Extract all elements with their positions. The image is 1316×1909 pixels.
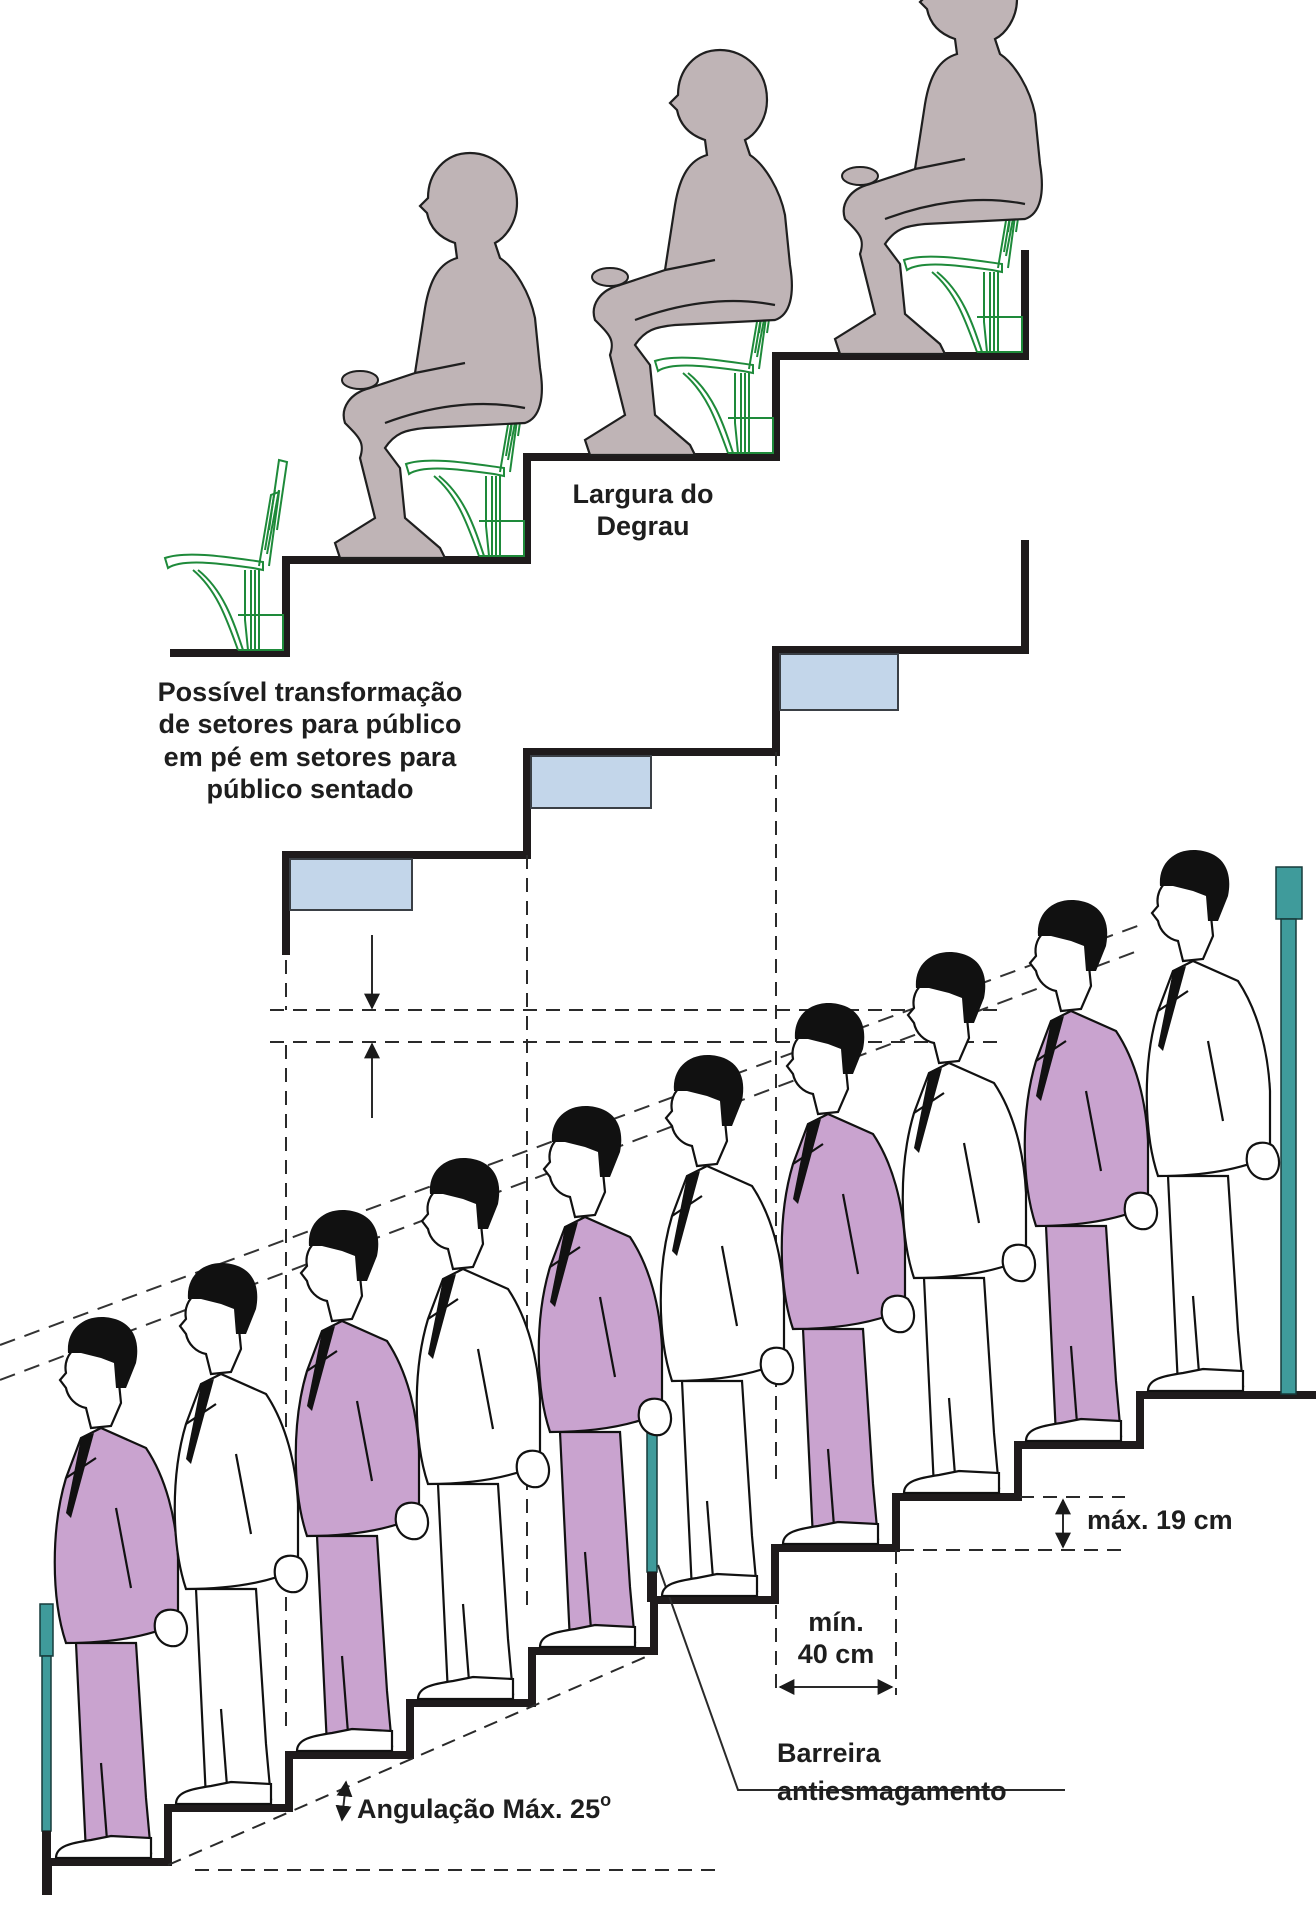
- max-angle-label: Angulação Máx. 25o: [357, 1790, 611, 1825]
- conversion-note-line: Possível transformação: [157, 677, 463, 707]
- converted-stair-profile: [282, 540, 1029, 955]
- degree-symbol: o: [600, 1790, 612, 1810]
- standing-spectator: [53, 1315, 189, 1860]
- step-width-label: Largura do Degrau: [548, 478, 738, 543]
- barrier-leader-line: [657, 1564, 1065, 1791]
- max-riser-label: máx. 19 cm: [1087, 1505, 1233, 1535]
- conversion-note-line: em pé em setores para: [163, 741, 457, 772]
- seat-block: [289, 858, 413, 911]
- standing-spectator: [294, 1208, 430, 1753]
- min-tread-label: mín. 40 cm: [776, 1606, 896, 1671]
- conversion-note: Possível transformação de setores para p…: [120, 676, 500, 806]
- step-width-line: Largura do: [572, 479, 714, 509]
- crowd-barrier: [39, 1603, 54, 1895]
- seat-block: [779, 653, 899, 711]
- standing-stair-profile: [44, 1391, 1316, 1895]
- min-tread-line: 40 cm: [797, 1639, 875, 1670]
- standing-stands: [0, 848, 1316, 1895]
- barrier-label-line: Barreira: [777, 1738, 881, 1768]
- seat-block: [530, 755, 652, 809]
- barrier-label: Barreira antiesmagamento: [777, 1736, 1007, 1808]
- standing-spectator: [1023, 898, 1159, 1443]
- conversion-note-line: de setores para público: [158, 709, 462, 740]
- seated-spectator: [333, 151, 543, 560]
- standing-spectator: [173, 1261, 309, 1806]
- standing-spectator: [415, 1156, 551, 1701]
- angle-line: [167, 1654, 651, 1866]
- standing-spectator: [659, 1053, 795, 1598]
- barrier-label-line: antiesmagamento: [777, 1776, 1007, 1806]
- max-angle-text: Angulação Máx. 25: [357, 1794, 601, 1824]
- angle-arrow-icon: [335, 1780, 353, 1822]
- standing-spectator: [901, 950, 1037, 1495]
- empty-chair: [164, 459, 288, 651]
- crowd-barrier: [1275, 866, 1303, 1395]
- seated-spectator: [583, 48, 793, 457]
- standing-spectator: [1145, 848, 1281, 1393]
- conversion-note-line: público sentado: [206, 774, 414, 805]
- seated-stair-profile: [170, 250, 1029, 657]
- standing-spectator: [780, 1001, 916, 1546]
- standing-crowd: [53, 848, 1281, 1860]
- min-tread-line: mín.: [808, 1607, 864, 1637]
- seated-stands: [164, 0, 1043, 657]
- seated-spectator: [833, 0, 1043, 356]
- step-width-line: Degrau: [596, 511, 690, 542]
